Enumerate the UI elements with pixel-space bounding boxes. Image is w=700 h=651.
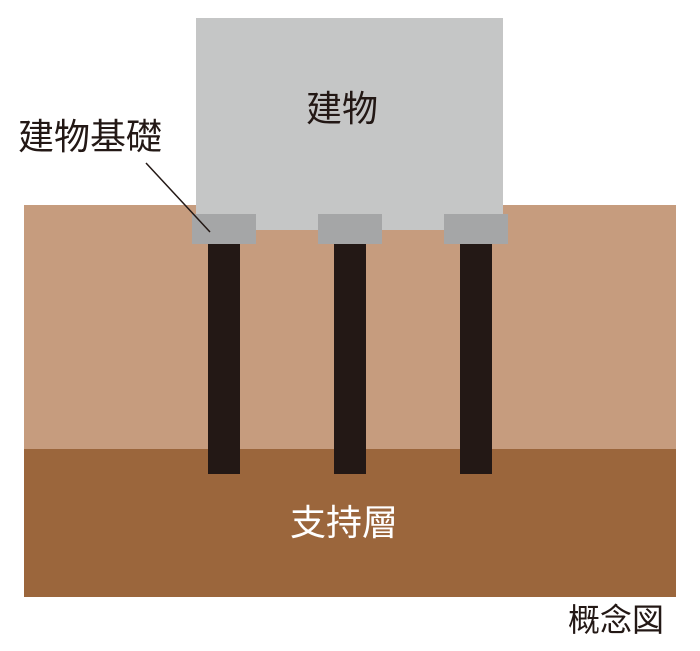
foundation-label: 建物基礎	[18, 117, 163, 158]
building-block	[196, 18, 503, 230]
footing-center	[318, 214, 382, 244]
diagram-caption: 概念図	[568, 601, 665, 639]
pile-left	[208, 244, 240, 474]
building-label: 建物	[306, 89, 379, 130]
bearing-layer-label: 支持層	[290, 503, 399, 544]
footing-left	[192, 214, 256, 244]
footing-right	[444, 214, 508, 244]
pile-right	[460, 244, 492, 474]
pile-center	[334, 244, 366, 474]
